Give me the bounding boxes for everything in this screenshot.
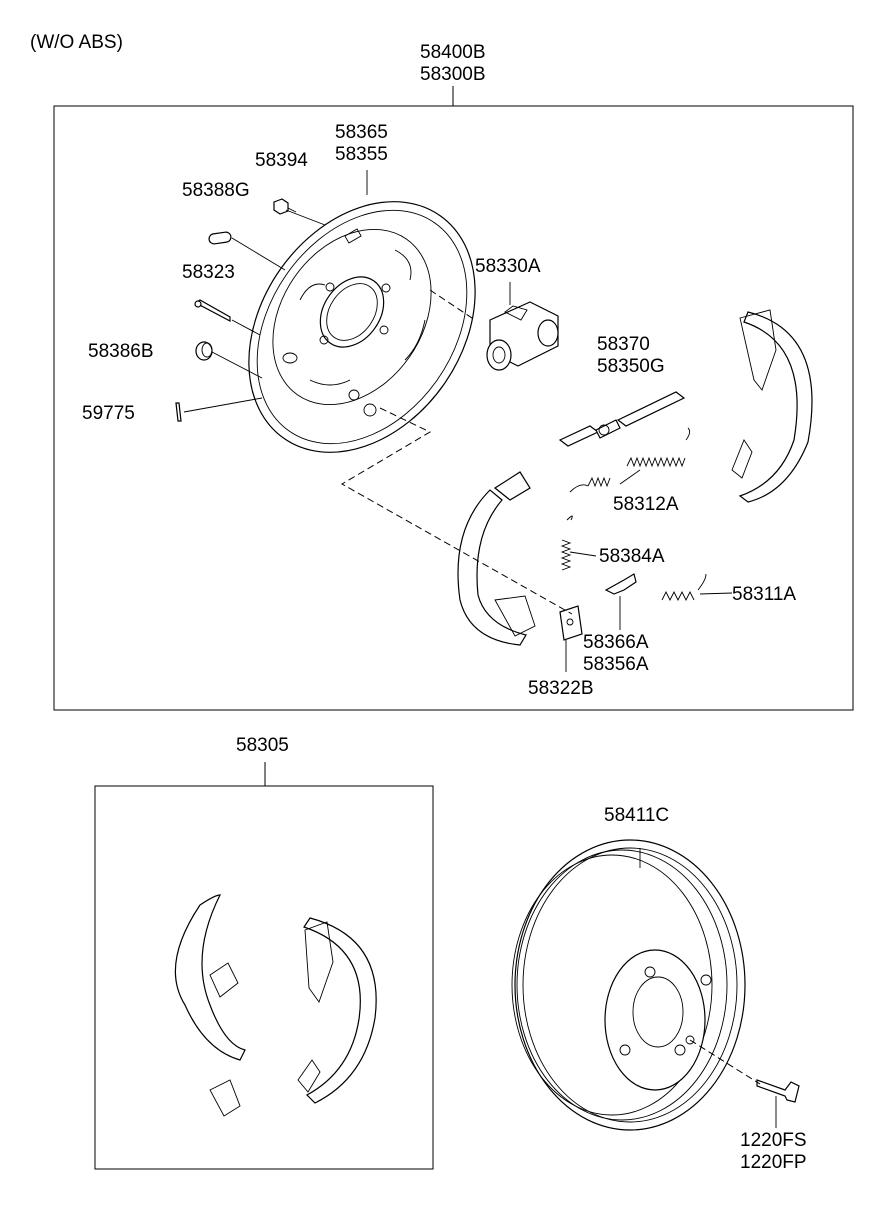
spring-58384a (560, 515, 573, 571)
part-58386b: 58386B (88, 341, 154, 362)
pin-58323 (194, 299, 231, 322)
assembly-frame (53, 105, 854, 711)
drum-screw (756, 1079, 800, 1103)
part-58312a: 58312A (613, 494, 679, 515)
backing-plate (248, 201, 476, 453)
part-58411c: 58411C (604, 805, 670, 826)
clip-58366a (604, 573, 637, 595)
clip-58322b (559, 605, 583, 641)
spring-58311a (661, 573, 707, 602)
part-58311a: 58311A (732, 584, 797, 605)
spring-58312a (569, 427, 691, 493)
part-58305: 58305 (236, 735, 289, 756)
part-58384a: 58384A (599, 546, 665, 567)
part-59775: 59775 (82, 403, 135, 424)
adjuster-58370 (558, 391, 686, 447)
part-58388g: 58388G (182, 180, 250, 201)
part-58323: 58323 (182, 262, 235, 283)
kit-shoe-right (297, 917, 377, 1104)
kit-shoe-left (174, 894, 246, 1117)
plug-58386b (195, 341, 213, 361)
wheel-cylinder (486, 301, 559, 371)
part-58322b: 58322B (528, 678, 594, 699)
brake-drum (511, 839, 746, 1131)
shoe-rear (731, 309, 813, 503)
part-58330a: 58330A (475, 256, 541, 277)
clip-59775 (175, 402, 182, 422)
bolt-58394 (273, 198, 297, 215)
variant-label: (W/O ABS) (30, 32, 123, 53)
shoe-front (457, 471, 536, 646)
shoe-kit-frame (94, 785, 434, 1170)
part-58394: 58394 (255, 150, 308, 171)
plug-58388g (208, 231, 232, 245)
